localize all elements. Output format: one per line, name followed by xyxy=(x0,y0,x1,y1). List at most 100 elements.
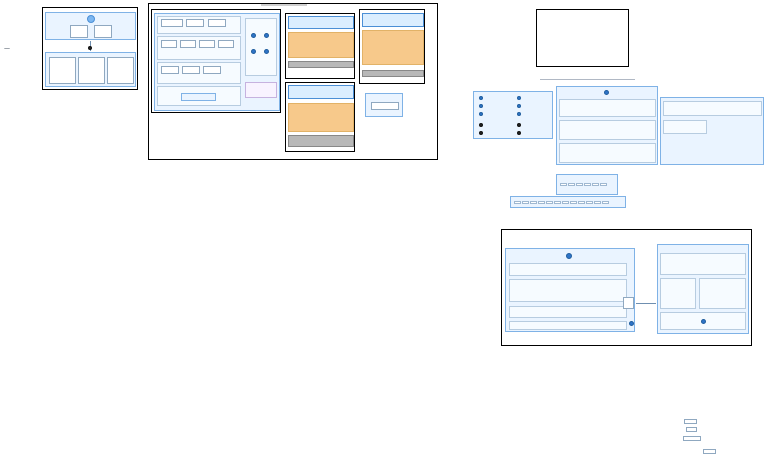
center-middle-orange xyxy=(288,32,354,58)
center-left-card-f xyxy=(199,40,215,48)
center-left-card-e xyxy=(180,40,196,48)
left-bottom-card-3 xyxy=(107,57,134,84)
node-icon-10 xyxy=(517,131,521,135)
left-top-card-1 xyxy=(70,25,88,38)
left-top-card-2 xyxy=(94,25,112,38)
right-middle-left-panel xyxy=(473,91,553,139)
right-middle-side-panel xyxy=(660,97,764,165)
center-middle-subframe xyxy=(285,13,355,79)
right-bottom-left-icon xyxy=(566,253,572,259)
flow-chip-11 xyxy=(546,201,553,204)
center-left-card-d xyxy=(161,40,177,48)
right-bottom-right-zone xyxy=(657,244,749,334)
right-bottom-center-node xyxy=(623,297,634,309)
left-bottom-card-2 xyxy=(78,57,105,84)
widget-icon-3 xyxy=(251,49,256,54)
center-top-title-bar xyxy=(261,4,307,6)
node-icon-7 xyxy=(517,104,521,108)
left-top-zone xyxy=(45,12,136,40)
right-middle-main-panel xyxy=(556,86,658,165)
flow-row-bottom xyxy=(510,196,626,208)
right-side-block-1 xyxy=(663,101,762,116)
right-top-caption-line xyxy=(540,79,635,80)
center-bottom-gray xyxy=(288,135,354,147)
node-icon-3 xyxy=(479,112,483,116)
right-bottom-right-top xyxy=(660,253,746,275)
node-icon-9 xyxy=(517,123,521,127)
center-middle-top xyxy=(288,16,354,29)
right-bottom-right-icon xyxy=(701,319,706,324)
cloud-icon xyxy=(87,15,95,23)
left-diagram-frame xyxy=(42,7,138,90)
small-box-4 xyxy=(703,449,716,454)
center-bottom-top xyxy=(288,85,354,99)
right-bottom-frame xyxy=(501,229,752,346)
flow-chip-5 xyxy=(592,183,599,186)
widget-icon-2 xyxy=(264,33,269,38)
right-bottom-connector-1 xyxy=(636,303,656,304)
right-bottom-block-4 xyxy=(509,321,627,330)
center-right-lower-panel xyxy=(365,93,403,117)
flow-chip-6 xyxy=(600,183,607,186)
center-left-zone xyxy=(154,13,280,111)
flow-chip-1 xyxy=(560,183,567,186)
flow-chip-13 xyxy=(562,201,569,204)
center-left-card-b xyxy=(186,19,204,27)
right-bottom-block-1 xyxy=(509,263,627,276)
widget-icon-4 xyxy=(264,49,269,54)
small-box-3 xyxy=(683,436,701,441)
center-right-widget xyxy=(245,18,277,76)
left-bottom-zone xyxy=(45,52,136,87)
right-bottom-block-2 xyxy=(509,279,627,302)
flow-chip-7 xyxy=(514,201,521,204)
flow-chip-3 xyxy=(576,183,583,186)
center-left-card-a xyxy=(161,19,183,27)
right-main-block-1 xyxy=(559,99,656,117)
flow-chip-8 xyxy=(522,201,529,204)
flow-chip-17 xyxy=(594,201,601,204)
flow-chip-15 xyxy=(578,201,585,204)
node-icon-4 xyxy=(479,123,483,127)
flow-chip-12 xyxy=(554,201,561,204)
center-right-subframe xyxy=(359,9,425,84)
right-main-block-2 xyxy=(559,120,656,140)
right-main-block-3 xyxy=(559,143,656,163)
right-bottom-block-3 xyxy=(509,306,627,318)
center-right-gray xyxy=(362,70,424,77)
node-icon-8 xyxy=(517,112,521,116)
flow-chip-2 xyxy=(568,183,575,186)
flow-chip-18 xyxy=(602,201,609,204)
small-box-1 xyxy=(684,419,697,424)
center-right-small-panel xyxy=(245,82,277,98)
left-small-node-icon xyxy=(88,46,92,50)
flow-row-bottom-chips xyxy=(514,201,609,204)
center-left-card-c xyxy=(208,19,226,27)
flow-chip-9 xyxy=(530,201,537,204)
center-left-card-i xyxy=(182,66,200,74)
center-bottom-orange xyxy=(288,103,354,132)
right-top-box xyxy=(536,9,629,67)
left-bottom-card-1 xyxy=(49,57,76,84)
flow-row-top-chips xyxy=(560,183,607,186)
flow-chip-16 xyxy=(586,201,593,204)
node-icon-5 xyxy=(479,131,483,135)
flow-chip-4 xyxy=(584,183,591,186)
center-left-footer-box xyxy=(181,93,216,101)
center-left-card-j xyxy=(203,66,221,74)
right-main-header-icon xyxy=(604,90,609,95)
center-left-subframe xyxy=(151,9,281,113)
center-bottom-subframe xyxy=(285,82,355,152)
center-main-frame xyxy=(148,3,438,160)
right-side-block-2 xyxy=(663,120,707,134)
right-bottom-right-side xyxy=(699,278,746,309)
right-bottom-center-icon xyxy=(629,321,634,326)
right-bottom-left-zone xyxy=(505,248,635,332)
left-mark: — xyxy=(4,46,10,52)
flow-chip-14 xyxy=(570,201,577,204)
center-right-orange xyxy=(362,30,424,65)
node-icon-6 xyxy=(517,96,521,100)
node-icon-1 xyxy=(479,96,483,100)
flow-chip-10 xyxy=(538,201,545,204)
right-bottom-right-mid xyxy=(660,278,696,309)
center-middle-gray xyxy=(288,61,354,68)
